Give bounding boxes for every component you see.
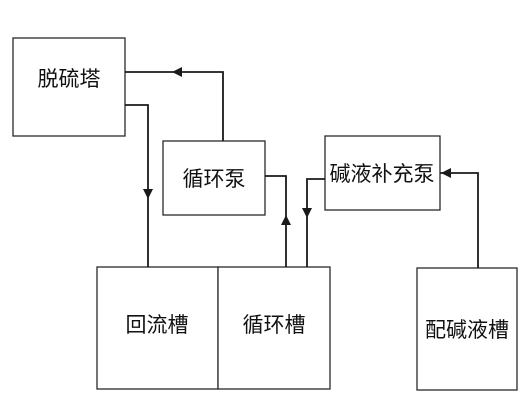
tower-to-reflux-line xyxy=(125,104,149,267)
prep-tank-to-lye-pump-line xyxy=(440,172,479,268)
pump-to-tower-line xyxy=(125,71,224,141)
prep-tank-to-lye-pump-connector xyxy=(440,168,479,268)
lye-prep-tank-node: 配碱液槽 xyxy=(416,267,518,391)
prep-tank-to-lye-pump-arrow-icon xyxy=(441,168,451,178)
tank-to-pump-line xyxy=(265,175,287,267)
tower-to-reflux-arrow-icon xyxy=(143,189,153,199)
lye-pump-to-tank-connector xyxy=(302,178,325,267)
reflux-tank-node: 回流槽 xyxy=(96,266,219,390)
reflux-tank-box xyxy=(96,266,219,390)
tank-to-pump-arrow-icon xyxy=(281,215,291,225)
lye-pump-to-tank-arrow-icon xyxy=(302,208,312,218)
lye-replenish-pump-box xyxy=(324,135,441,211)
circulation-tank-box xyxy=(217,266,331,390)
lye-pump-to-tank-line xyxy=(306,178,325,267)
lye-prep-tank-box xyxy=(416,267,518,391)
circulation-pump-label: 循环泵 xyxy=(183,167,246,191)
lye-replenish-pump-node: 碱液补充泵 xyxy=(324,135,441,211)
pump-to-tower-connector xyxy=(125,67,224,141)
reflux-tank-label: 回流槽 xyxy=(126,313,189,337)
circulation-tank-node: 循环槽 xyxy=(217,266,331,390)
circulation-pump-node: 循环泵 xyxy=(162,140,266,216)
desulfurization-tower-label: 脱硫塔 xyxy=(38,67,101,91)
desulfurization-tower-node: 脱硫塔 xyxy=(12,37,126,137)
desulfurization-tower-box xyxy=(12,37,126,137)
pump-to-tower-arrow-icon xyxy=(172,67,182,77)
lye-replenish-pump-label: 碱液补充泵 xyxy=(330,162,435,186)
tank-to-pump-connector xyxy=(265,175,291,267)
tower-to-reflux-connector xyxy=(125,104,153,267)
circulation-tank-label: 循环槽 xyxy=(243,313,306,337)
lye-prep-tank-label: 配碱液槽 xyxy=(425,318,509,342)
circulation-pump-box xyxy=(162,140,266,216)
